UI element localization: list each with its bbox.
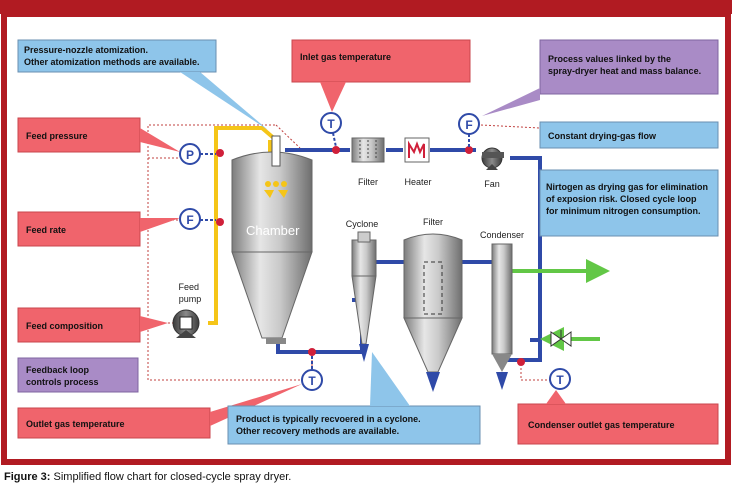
callout-nitrogen-text: Nirtogen as drying gas for elimination of… — [546, 182, 708, 216]
condenser-label: Condenser — [480, 230, 524, 240]
callout-line: Outlet gas temperature — [26, 419, 125, 429]
instrument-f-label: F — [186, 213, 193, 227]
callout-process-values: Process values linked by the spray-dryer … — [482, 39, 719, 116]
callout-nitrogen: Nirtogen as drying gas for elimination of… — [539, 169, 719, 237]
callout-line: Process values linked by the — [548, 54, 671, 64]
callout-line: Feedback loop — [26, 365, 90, 375]
callout-recovery-text: Product is typically recvoered in a cycl… — [236, 414, 421, 436]
callout-inlet-temp-text: Inlet gas temperature — [300, 52, 391, 62]
callout-line: Feed composition — [26, 321, 103, 331]
callout-line: of exposion risk. Closed cycle loop — [546, 194, 697, 204]
heater — [404, 137, 430, 163]
instrument-t-inlet-label: T — [327, 117, 335, 131]
callout-feed-pressure: Feed pressure — [17, 117, 180, 153]
callout-feed-composition-text: Feed composition — [26, 321, 103, 331]
callout-line: spray-dryer heat and mass balance. — [548, 66, 701, 76]
instrument-t-condenser-label: T — [556, 373, 564, 387]
callout-process-values-text: Process values linked by the spray-dryer … — [548, 54, 701, 76]
callout-recovery: Product is typically recvoered in a cycl… — [227, 352, 481, 445]
feed-pump-icon — [172, 309, 200, 338]
callout-line: Inlet gas temperature — [300, 52, 391, 62]
top-frame-bar — [0, 0, 732, 14]
callout-line: Constant drying-gas flow — [548, 131, 657, 141]
drying-chamber — [231, 135, 313, 344]
filter-small-label: Filter — [358, 177, 378, 187]
callout-line: Nirtogen as drying gas for elimination — [546, 182, 708, 192]
sensor-points — [216, 146, 525, 366]
callout-feed-composition: Feed composition — [17, 307, 168, 343]
instrument-p-feed-pressure: P — [179, 143, 216, 165]
callout-constant-flow-text: Constant drying-gas flow — [548, 131, 657, 141]
fan-icon — [481, 147, 504, 170]
instrument-t-inlet: T — [320, 112, 342, 148]
callout-inlet-temp: Inlet gas temperature — [291, 39, 471, 112]
feed-line — [208, 126, 278, 325]
instrument-t-condenser: T — [549, 368, 571, 390]
caption-prefix: Figure 3: — [4, 471, 50, 483]
feed-pump-label-line2: pump — [179, 294, 202, 304]
figure-border — [1, 11, 731, 465]
callout-condenser-temp-text: Condenser outlet gas temperature — [528, 420, 675, 430]
bag-filter — [403, 233, 463, 392]
cyclone — [351, 231, 377, 362]
callout-condenser-temp: Condenser outlet gas temperature — [517, 390, 719, 445]
callout-constant-flow: Constant drying-gas flow — [539, 121, 719, 149]
spray-droplets-icon — [264, 181, 288, 198]
callout-line: Product is typically recvoered in a cycl… — [236, 414, 421, 424]
feed-pump-label-line1: Feed — [178, 282, 199, 292]
callout-line: Feed rate — [26, 225, 66, 235]
caption-text: Simplified flow chart for closed-cycle s… — [50, 471, 291, 483]
chamber-label: Chamber — [246, 223, 300, 238]
callout-feedback-text: Feedback loop controls process — [26, 365, 99, 387]
heater-label: Heater — [404, 177, 431, 187]
callout-line: Condenser outlet gas temperature — [528, 420, 675, 430]
callout-outlet-temp: Outlet gas temperature — [17, 384, 302, 439]
callout-line: Other atomization methods are available. — [24, 57, 200, 67]
instrument-t-outlet: T — [301, 356, 323, 391]
callout-outlet-temp-text: Outlet gas temperature — [26, 419, 125, 429]
callout-line: Other recovery methods are available. — [236, 426, 399, 436]
callout-atomization: Pressure-nozzle atomization. Other atomiz… — [17, 39, 268, 130]
callout-line: Pressure-nozzle atomization. — [24, 45, 148, 55]
callout-feedback: Feedback loop controls process — [17, 357, 139, 393]
inline-filter — [351, 137, 385, 163]
cyclone-label: Cyclone — [346, 219, 379, 229]
callout-feed-pressure-text: Feed pressure — [26, 131, 88, 141]
callout-line: controls process — [26, 377, 99, 387]
callout-atomization-text: Pressure-nozzle atomization. Other atomiz… — [24, 45, 200, 67]
condenser — [491, 243, 513, 390]
callout-line: Feed pressure — [26, 131, 88, 141]
figure-caption: Figure 3: Simplified flow chart for clos… — [4, 471, 291, 483]
callout-feed-rate-text: Feed rate — [26, 225, 66, 235]
instrument-f-gas-flow: F — [458, 113, 480, 147]
instrument-f-gas-label: F — [465, 118, 472, 132]
fan-label: Fan — [484, 179, 500, 189]
filter-big-label: Filter — [423, 217, 443, 227]
instrument-p-label: P — [186, 148, 194, 162]
instrument-t-outlet-label: T — [308, 374, 316, 388]
valve-icon — [550, 330, 572, 347]
callout-line: for minimum nitrogen consumption. — [546, 206, 701, 216]
instrument-f-feed-rate: F — [179, 208, 216, 230]
feed-pump-label: Feed pump — [178, 282, 201, 304]
callout-feed-rate: Feed rate — [17, 211, 180, 247]
